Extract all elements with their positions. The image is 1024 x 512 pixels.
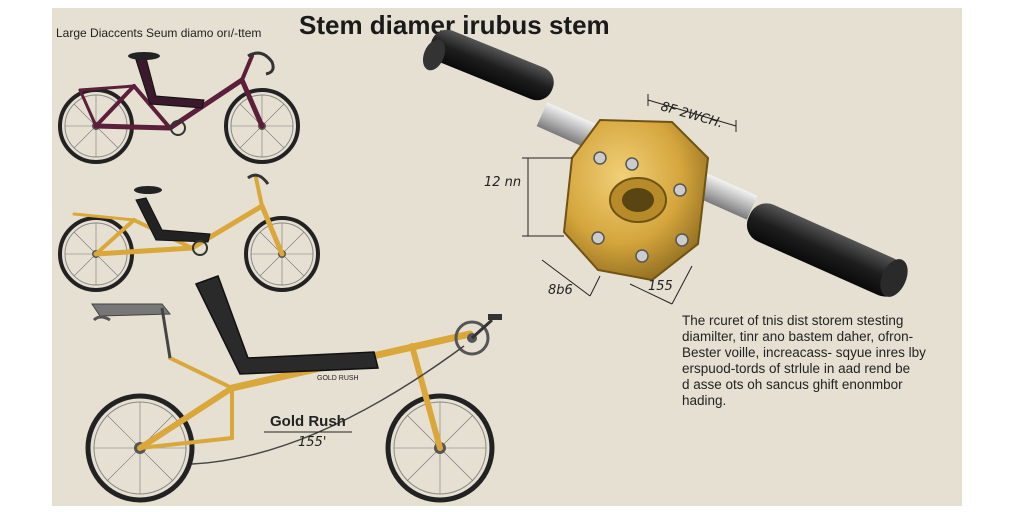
stem-left-dimension: 12 nn [484, 175, 521, 190]
stem-handlebar-diagram: 8F 2WCH. 12 nn 8b6 155 [422, 29, 908, 305]
bike2-seat [135, 197, 211, 243]
maroon-recumbent-bike [58, 51, 300, 164]
bike3-crank [454, 314, 502, 356]
header-small-title: Large Diaccents Seum diamo orı/-ttem [56, 26, 262, 40]
stem-bolt-icon [635, 249, 649, 263]
bike3-seat [194, 275, 379, 375]
gold-rush-recumbent-bike: GOLD RUSH Gold Rush 155' [85, 275, 502, 503]
stem-bolt-icon [675, 233, 689, 247]
diagram-art: GOLD RUSH Gold Rush 155' [58, 29, 908, 503]
description-text: The rcuret of tnis dist storem stesting … [682, 313, 962, 409]
right-grip [746, 203, 908, 297]
bike1-handlebar [247, 51, 275, 76]
description-line: d asse ots oh sancus ghift enonmbor [682, 377, 903, 392]
frame-decal-text: GOLD RUSH [317, 375, 359, 382]
gold-recumbent-bike-small [58, 173, 320, 292]
stem-clamp [562, 118, 710, 282]
description-line: diamilter, tinr ano bastem daher, ofron- [682, 329, 914, 344]
bike1-saddle [128, 52, 160, 60]
description-line: hading. [682, 393, 727, 408]
gold-rush-dimension: 155' [298, 435, 326, 450]
stem-bolt-icon [673, 183, 687, 197]
description-line: erspuod-tords of strlule in aad rend be [682, 361, 911, 376]
description-line: Bester voille, increacass- sqyue inres l… [682, 345, 926, 360]
stem-bottom-left-dimension: 8b6 [548, 283, 573, 298]
stem-bolt-icon [625, 157, 639, 171]
dimension-lines [522, 94, 737, 305]
bike2-frame [72, 176, 285, 257]
bike2-saddle [134, 186, 162, 194]
bike2-handlebar [247, 173, 270, 185]
stem-bottom-right-dimension: 155 [648, 279, 673, 294]
illustration-canvas: Large Diaccents Seum diamo orı/-ttem Ste… [52, 8, 962, 506]
gold-rush-label: Gold Rush [270, 413, 346, 430]
bike1-frame [78, 54, 265, 131]
bike3-tail-rack [91, 303, 172, 317]
left-grip [422, 29, 554, 101]
description-line: The rcuret of tnis dist storem stesting [682, 313, 904, 328]
stem-bolt-icon [593, 151, 607, 165]
stem-bolt-icon [591, 231, 605, 245]
